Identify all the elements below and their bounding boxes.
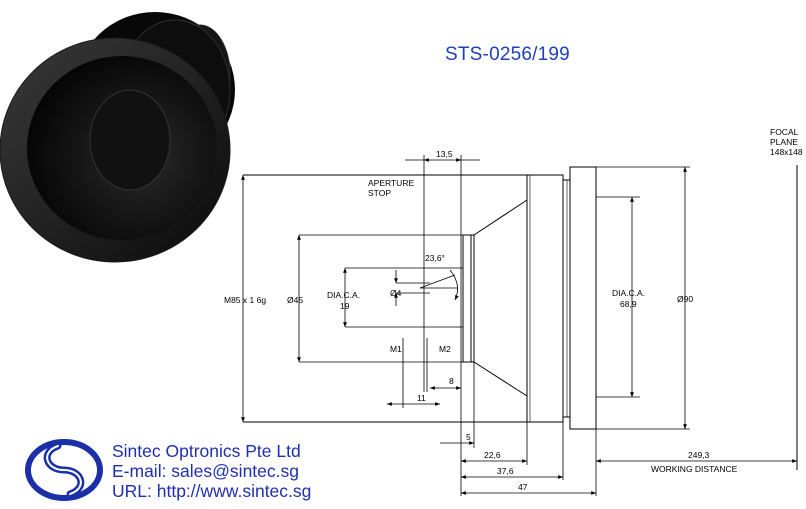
- dim-22-6: 22,6: [484, 450, 501, 460]
- left-dimensions: [241, 155, 480, 422]
- dim-8: 8: [449, 376, 454, 386]
- barrel-step: [562, 179, 571, 418]
- dia-ca-19-label-1: DIA.C.A.: [327, 290, 360, 300]
- m2-label: M2: [439, 344, 451, 354]
- part-number-title: STS-0256/199: [445, 44, 570, 65]
- company-name: Sintec Optronics Pte Ltd: [112, 441, 301, 461]
- working-distance-label: WORKING DISTANCE: [651, 464, 738, 474]
- company-logo: [25, 439, 103, 501]
- drawing-labels: FOCAL PLANE 148x148 APERTURE STOP M85 x …: [224, 127, 803, 492]
- dim-d90: Ø90: [677, 294, 693, 304]
- dim-5: 5: [466, 432, 471, 442]
- focal-plane-label-1: FOCAL: [770, 127, 799, 137]
- dim-37-6: 37,6: [497, 466, 514, 476]
- aperture-stop-label-1: APERTURE: [368, 178, 414, 188]
- dim-d4: Ø4: [390, 288, 402, 298]
- front-cone-profile: [473, 199, 528, 397]
- dim-angle: 23,6°: [425, 253, 445, 263]
- aperture-stop-label-2: STOP: [368, 188, 391, 198]
- dia-ca-19-label-2: 19: [340, 301, 350, 311]
- focal-plane-label-3: 148x148: [770, 147, 803, 157]
- focal-plane-label-2: PLANE: [770, 137, 798, 147]
- thread-label: M85 x 1 6g: [224, 295, 266, 305]
- company-email[interactable]: E-mail: sales@sintec.sg: [112, 461, 299, 481]
- lens-3d-render: [0, 12, 235, 263]
- company-url[interactable]: URL: http://www.sintec.sg: [112, 481, 312, 501]
- barrel-flange: [569, 166, 597, 430]
- lens-section: [243, 166, 597, 430]
- dim-249-3: 249,3: [688, 450, 710, 460]
- dim-47: 47: [518, 482, 528, 492]
- aperture-stop-plate: [462, 234, 472, 363]
- dim-13-5: 13,5: [436, 149, 453, 159]
- dim-d45: Ø45: [287, 295, 303, 305]
- barrel-main: [526, 174, 564, 423]
- right-dimensions: [596, 165, 798, 470]
- dia-ca-68-label-2: 68,9: [620, 299, 637, 309]
- dia-ca-68-label-1: DIA.C.A.: [612, 288, 645, 298]
- bottom-dimensions: [440, 362, 797, 496]
- dim-11: 11: [417, 393, 426, 403]
- m1-label: M1: [390, 344, 402, 354]
- lens-inner-bore: [89, 89, 171, 191]
